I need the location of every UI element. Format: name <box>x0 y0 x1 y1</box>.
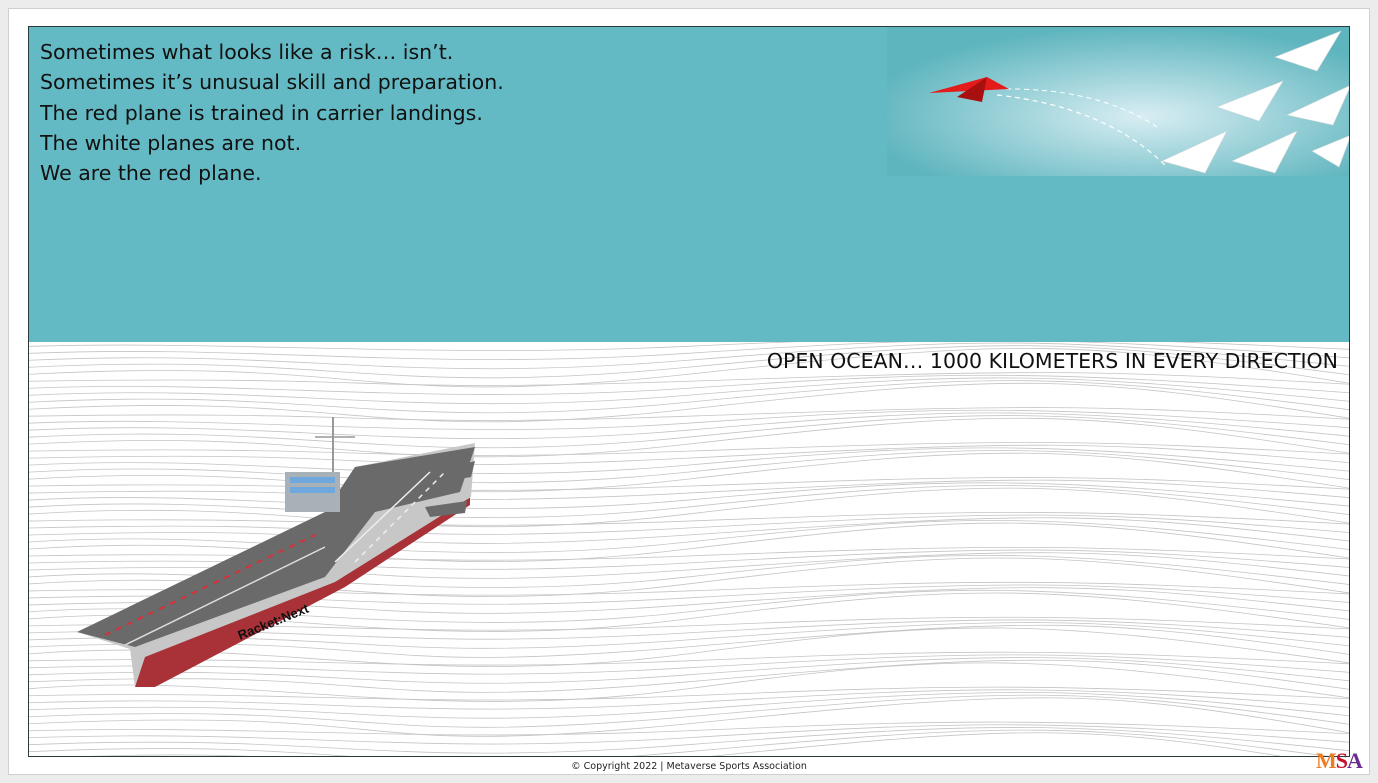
text-line: We are the red plane. <box>40 161 262 186</box>
paper-planes-image <box>887 27 1349 176</box>
msa-logo: MSA <box>1316 748 1363 774</box>
text-line: Sometimes it’s unusual skill and prepara… <box>40 70 504 95</box>
text-line: The red plane is trained in carrier land… <box>40 100 483 125</box>
aircraft-carrier-image: Racket:Next <box>77 417 475 687</box>
red-plane <box>929 77 1009 102</box>
intro-text: Sometimes what looks like a risk… isn’t.… <box>40 37 504 188</box>
text-line: The white planes are not. <box>40 130 302 155</box>
text-line: Sometimes what looks like a risk… isn’t. <box>40 40 454 64</box>
slide: Sometimes what looks like a risk… isn’t.… <box>28 26 1350 757</box>
ocean-caption: OPEN OCEAN… 1000 KILOMETERS IN EVERY DIR… <box>766 349 1338 373</box>
logo-letter: M <box>1316 748 1337 773</box>
logo-letter: A <box>1347 748 1363 773</box>
teal-banner: Sometimes what looks like a risk… isn’t.… <box>29 27 1349 342</box>
copyright-text: © Copyright 2022 | Metaverse Sports Asso… <box>571 761 807 772</box>
white-planes <box>1161 30 1349 174</box>
logo-letter: S <box>1335 748 1348 773</box>
